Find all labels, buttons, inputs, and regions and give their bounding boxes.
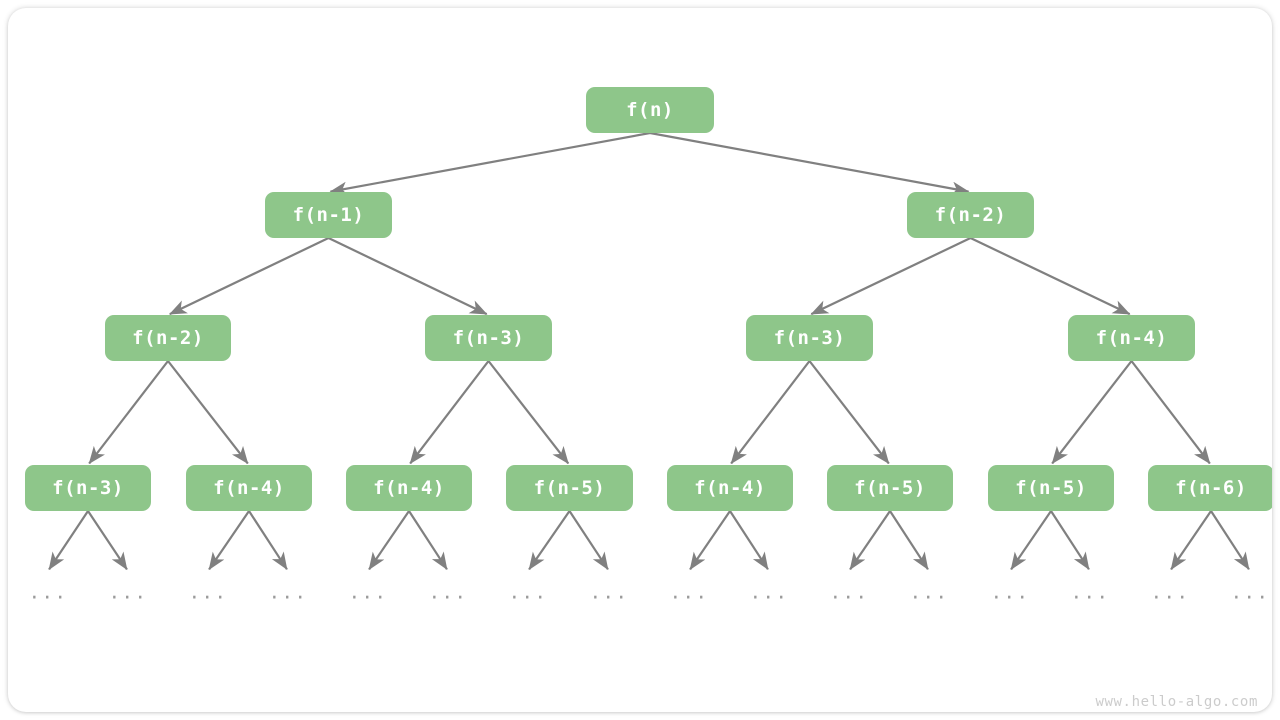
edge-n14-to-e14 [1170,510,1212,571]
tree-node-n7: f(n-3) [25,465,151,511]
ellipsis-e12: ... [990,581,1030,604]
edge-n5-to-n12 [808,360,890,465]
edge-n8-to-e3 [248,510,288,571]
edge-n9-to-e5 [408,510,448,571]
edge-n8-to-e2 [208,510,250,571]
edge-n7-to-e0 [48,510,89,571]
edge-n12-to-e10 [849,510,891,571]
edge-n1-to-n4 [328,237,488,316]
tree-node-n2: f(n-2) [907,192,1034,238]
edge-n0-to-n2 [649,131,970,196]
edge-n4-to-n10 [487,360,570,465]
tree-node-n12: f(n-5) [827,465,953,511]
tree-node-n1: f(n-1) [265,192,392,238]
ellipsis-e14: ... [1150,581,1190,604]
edge-n6-to-n13 [1051,360,1133,465]
tree-node-n11: f(n-4) [667,465,793,511]
edge-n12-to-e11 [889,510,929,571]
tree-node-n13: f(n-5) [988,465,1114,511]
ellipsis-e11: ... [909,581,949,604]
edge-n2-to-n6 [970,237,1131,316]
edge-n11-to-e8 [689,510,731,571]
edge-n4-to-n9 [409,360,490,465]
edge-n10-to-e7 [568,510,609,571]
edge-n2-to-n5 [810,237,971,316]
ellipsis-e8: ... [669,581,709,604]
ellipsis-e2: ... [188,581,228,604]
ellipsis-e1: ... [108,581,148,604]
tree-node-n6: f(n-4) [1068,315,1195,361]
edge-n7-to-e1 [87,510,128,571]
tree-node-n10: f(n-5) [506,465,633,511]
ellipsis-e15: ... [1230,581,1270,604]
diagram-card: f(n) f(n-1) f(n-2) f(n-2) f(n-3) f(n-3) f(n-4)… [8,8,1272,712]
ellipsis-e6: ... [508,581,548,604]
edge-n6-to-n14 [1130,360,1211,465]
edge-n10-to-e6 [528,510,571,571]
recursion-tree-canvas: f(n) f(n-1) f(n-2) f(n-2) f(n-3) f(n-3) f(n-4)… [8,8,1272,712]
tree-node-n9: f(n-4) [346,465,472,511]
watermark: www.hello-algo.com [1095,694,1258,710]
tree-node-n0: f(n) [586,87,714,133]
edge-n0-to-n1 [329,131,651,196]
edge-n14-to-e15 [1210,510,1250,571]
tree-node-n8: f(n-4) [186,465,312,511]
ellipsis-e0: ... [28,581,68,604]
ellipsis-e9: ... [749,581,789,604]
ellipsis-e10: ... [829,581,869,604]
ellipsis-e4: ... [348,581,388,604]
edge-n1-to-n3 [169,237,329,316]
ellipsis-e13: ... [1070,581,1110,604]
tree-node-n4: f(n-3) [425,315,552,361]
edge-n5-to-n11 [730,360,811,465]
ellipsis-e7: ... [589,581,629,604]
edge-n9-to-e4 [368,510,410,571]
tree-node-n14: f(n-6) [1148,465,1272,511]
ellipsis-e5: ... [428,581,468,604]
edge-n13-to-e12 [1010,510,1052,571]
tree-node-n3: f(n-2) [105,315,231,361]
ellipsis-e3: ... [268,581,308,604]
tree-node-n5: f(n-3) [746,315,873,361]
edge-n13-to-e13 [1050,510,1090,571]
edge-n11-to-e9 [729,510,769,571]
edge-n3-to-n8 [167,360,249,465]
edge-n3-to-n7 [88,360,169,465]
